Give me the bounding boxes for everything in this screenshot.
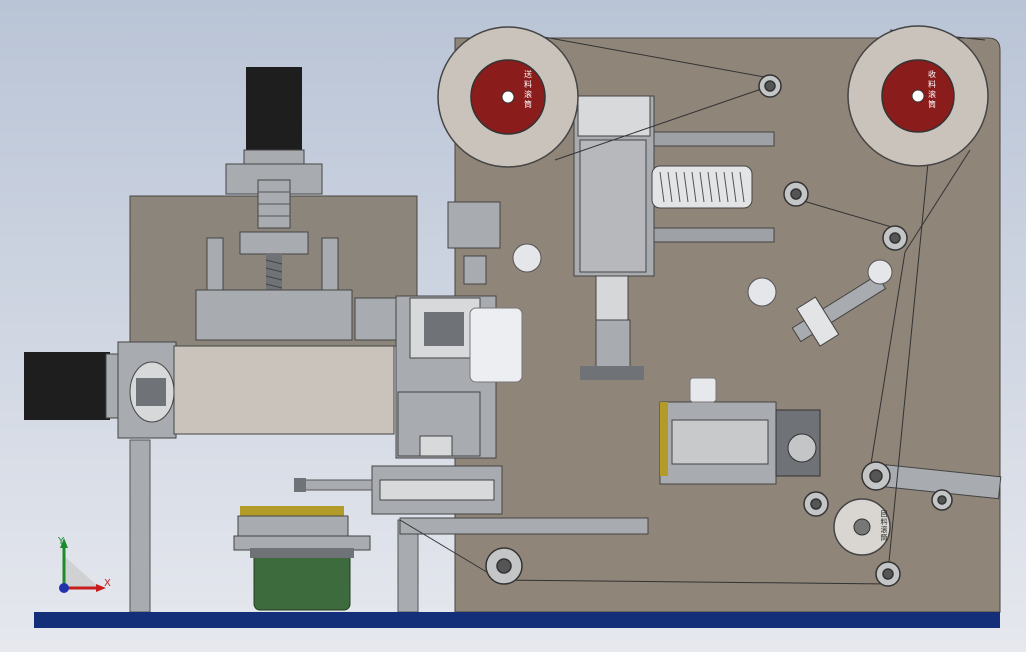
side-motor <box>24 352 110 420</box>
axis-x-label: X <box>104 578 111 589</box>
upper-guide-rail <box>653 131 775 147</box>
base-rail <box>34 612 1000 628</box>
cylinder-rods <box>595 275 629 327</box>
lower-guide-rail <box>653 227 775 243</box>
angled-roller <box>791 274 887 347</box>
right-reel-label: 收料滚筒 <box>928 69 937 110</box>
right-takeup-reel <box>847 25 989 167</box>
white-bracket <box>469 307 523 383</box>
small-reel-label: 回料滚筒 <box>880 510 888 542</box>
slide-plate <box>195 289 353 341</box>
left-leg <box>129 439 151 613</box>
top-motor <box>246 67 302 155</box>
plate-holes <box>512 243 893 307</box>
push-rod <box>295 479 373 491</box>
linear-module <box>173 345 395 435</box>
axis-y-label: Y <box>57 536 65 547</box>
top-motor-flange <box>243 149 305 165</box>
left-reel-label: 送料滚筒 <box>524 69 533 110</box>
feed-table-top <box>240 506 344 516</box>
bearing-block <box>239 231 309 255</box>
idler-rollers <box>485 74 953 587</box>
lower-beam <box>399 517 649 535</box>
feed-table <box>237 515 349 537</box>
left-feed-reel <box>437 26 579 168</box>
axis-triad <box>59 538 106 593</box>
rotary-coil <box>253 551 351 611</box>
small-return-reel <box>833 498 891 556</box>
clamp-bracket <box>447 201 501 249</box>
